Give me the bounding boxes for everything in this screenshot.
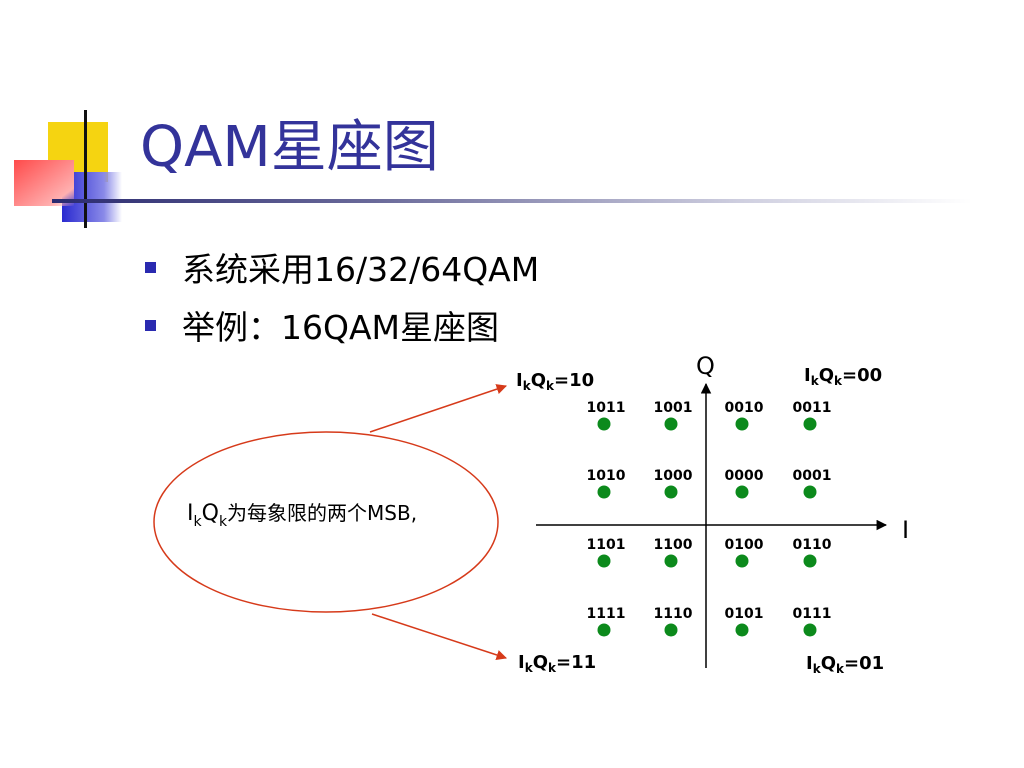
i-axis-label: I — [902, 516, 909, 544]
q-axis-label: Q — [696, 352, 715, 380]
callout-arrow-down — [371, 613, 507, 661]
page-title: QAM星座图 — [140, 115, 439, 180]
point-code-label: 1011 — [587, 400, 626, 416]
constellation-point — [803, 623, 817, 637]
quadrant-label-10: IkQk=10 — [516, 370, 594, 393]
red-square — [14, 160, 74, 206]
bullet-text: 举例：16QAM星座图 — [182, 308, 500, 347]
title-underline — [52, 199, 972, 203]
point-code-label: 1010 — [587, 468, 626, 484]
constellation-points: 1011 1001 0010 0011 1010 1000 0000 0001 1101 1100… — [587, 400, 832, 637]
point-code-label: 1000 — [654, 468, 693, 484]
point-code-label: 0001 — [793, 468, 832, 484]
callout-ellipse — [153, 431, 499, 613]
constellation-point — [664, 417, 678, 431]
bullet-item: 举例：16QAM星座图 — [145, 296, 539, 354]
bullet-list: 系统采用16/32/64QAM 举例：16QAM星座图 — [145, 238, 539, 354]
point-code-label: 1101 — [587, 537, 626, 553]
callout-arrow-up — [369, 384, 507, 433]
bullet-item: 系统采用16/32/64QAM — [145, 238, 539, 296]
quadrant-label-00: IkQk=00 — [804, 365, 882, 388]
constellation-point — [597, 554, 611, 568]
corner-decoration — [0, 0, 140, 230]
point-code-label: 0000 — [725, 468, 764, 484]
point-code-label: 1100 — [654, 537, 693, 553]
point-code-label: 1110 — [654, 606, 693, 622]
constellation-point — [597, 417, 611, 431]
point-code-label: 0100 — [725, 537, 764, 553]
point-code-label: 0011 — [793, 400, 832, 416]
quadrant-label-11: IkQk=11 — [518, 652, 596, 675]
point-code-label: 0101 — [725, 606, 764, 622]
vertical-line — [84, 110, 87, 228]
constellation-point — [735, 554, 749, 568]
constellation-point — [735, 485, 749, 499]
constellation-point — [735, 623, 749, 637]
bullet-square-icon — [145, 261, 156, 273]
point-code-label: 0111 — [793, 606, 832, 622]
constellation-point — [735, 417, 749, 431]
bullet-square-icon — [145, 319, 156, 331]
point-code-label: 1001 — [654, 400, 693, 416]
point-code-label: 1111 — [587, 606, 626, 622]
callout-label: IkQk为每象限的两个MSB, — [187, 501, 417, 530]
constellation-point — [803, 485, 817, 499]
point-code-label: 0010 — [725, 400, 764, 416]
constellation-point — [803, 554, 817, 568]
constellation-point — [597, 485, 611, 499]
bullet-text: 系统采用16/32/64QAM — [182, 250, 540, 289]
constellation-point — [597, 623, 611, 637]
constellation-point — [664, 623, 678, 637]
quadrant-label-01: IkQk=01 — [806, 653, 884, 676]
constellation-point — [664, 554, 678, 568]
constellation-point — [664, 485, 678, 499]
constellation-point — [803, 417, 817, 431]
point-code-label: 0110 — [793, 537, 832, 553]
